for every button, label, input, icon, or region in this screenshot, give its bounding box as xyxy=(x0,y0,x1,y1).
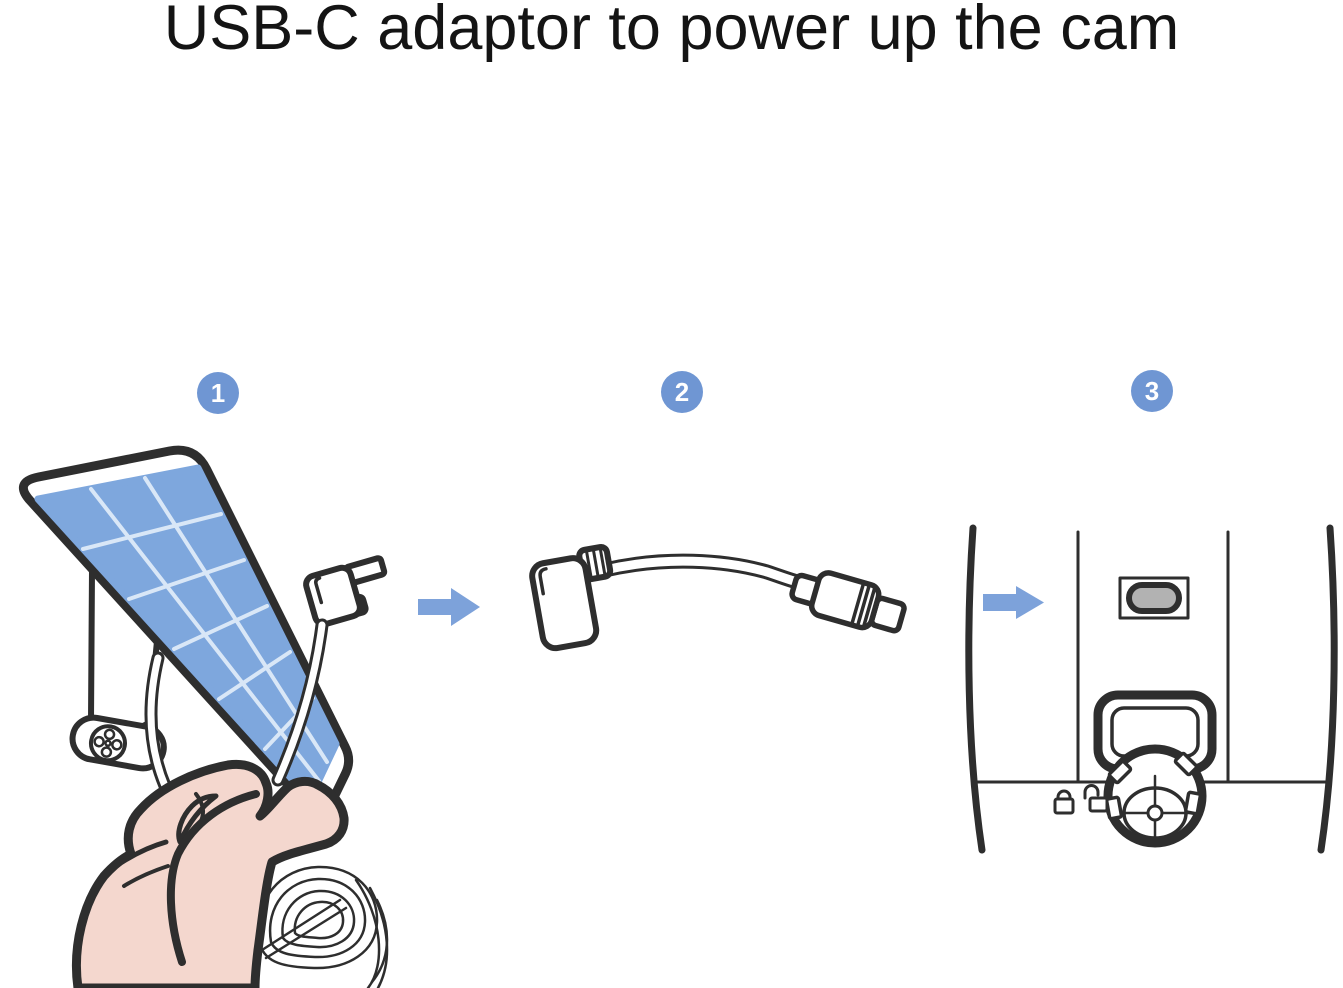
lock-closed-icon xyxy=(1053,789,1075,815)
step-1-number: 1 xyxy=(210,377,226,408)
arrow-right-icon xyxy=(418,588,480,626)
cable-coil xyxy=(248,865,389,988)
solar-panel-illustration xyxy=(18,445,389,988)
usb-c-adaptor-illustration xyxy=(529,543,907,652)
mount-knob xyxy=(1103,744,1207,848)
arrow-right-icon xyxy=(983,586,1044,619)
camera-body-outline xyxy=(965,524,1338,854)
step-2-number: 2 xyxy=(674,376,690,407)
cable-from-plug xyxy=(271,618,329,787)
page-title: USB-C adaptor to power up the cam xyxy=(163,0,1180,63)
panel-usb-c-plug xyxy=(303,555,388,628)
lock-open-icon xyxy=(1083,784,1109,813)
step-3-badge: 3 xyxy=(1131,370,1173,412)
adaptor-cable xyxy=(597,553,813,592)
step-2-badge: 2 xyxy=(661,371,703,413)
barrel-connector xyxy=(529,543,614,652)
hand xyxy=(71,759,349,988)
camera-port-illustration xyxy=(965,524,1338,854)
step-3-number: 3 xyxy=(1144,375,1160,406)
solar-panel xyxy=(18,445,354,819)
usb-c-port xyxy=(1118,576,1190,620)
solar-cells-grid xyxy=(81,476,329,783)
usb-c-plug xyxy=(789,570,907,634)
step-1-badge: 1 xyxy=(197,372,239,414)
